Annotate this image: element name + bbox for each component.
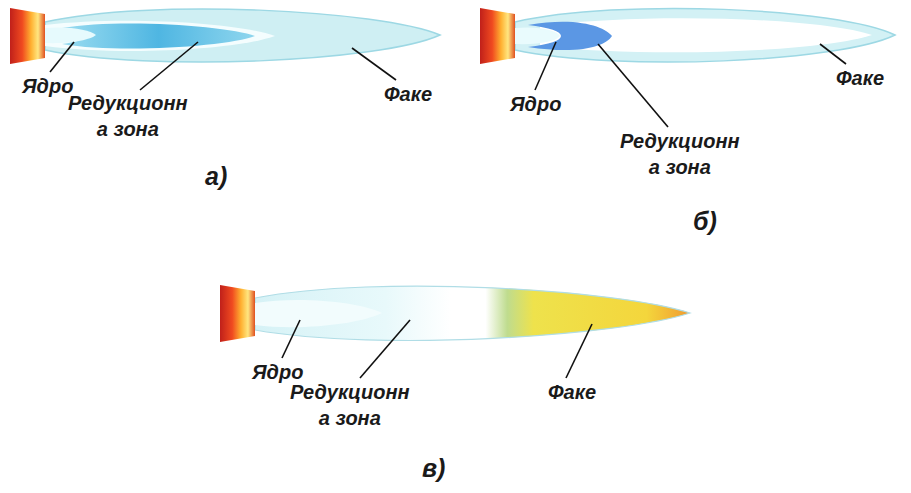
flame-label: Факе xyxy=(384,81,432,107)
flame-c xyxy=(220,285,690,342)
sub-caption: б) xyxy=(693,205,717,238)
core-label: Ядро xyxy=(510,91,561,117)
zone-label: Редукционн а зона xyxy=(290,379,410,431)
sub-caption: а) xyxy=(205,160,227,193)
leader-lines xyxy=(50,42,846,378)
core-label: Ядро xyxy=(22,73,73,99)
flame-label: Факе xyxy=(836,65,884,91)
flame-a xyxy=(10,8,440,64)
flame-b xyxy=(480,8,895,64)
flame-label: Факе xyxy=(548,379,596,405)
zone-label: Редукционн а зона xyxy=(620,128,740,180)
sub-caption: в) xyxy=(422,452,445,485)
zone-label: Редукционн а зона xyxy=(68,90,188,142)
